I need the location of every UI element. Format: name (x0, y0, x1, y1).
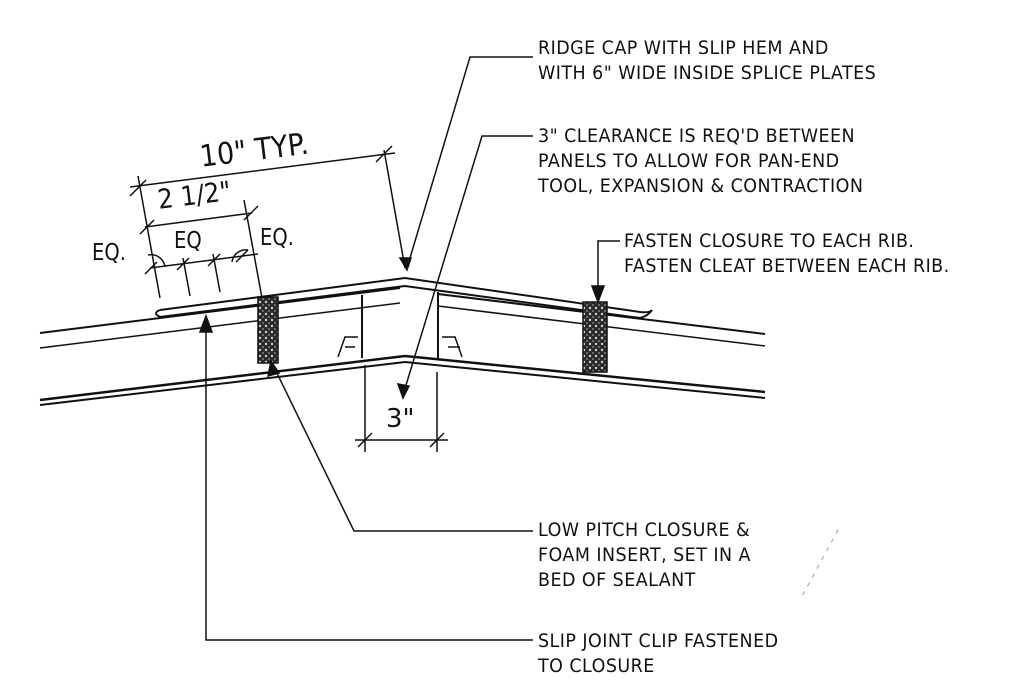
closure-line-1: LOW PITCH CLOSURE & (538, 519, 751, 541)
clip-line-2: TO CLOSURE (538, 655, 655, 677)
ridge-cap-note: RIDGE CAP WITH SLIP HEM AND WITH 6" WIDE… (538, 36, 876, 86)
left-foam-closure (258, 297, 278, 363)
dimension-3-gap (355, 365, 448, 452)
leader-clearance (398, 136, 533, 398)
dimension-2-half (140, 200, 262, 298)
right-foam-closure (583, 302, 607, 372)
dimension-eq-chain (145, 250, 258, 296)
fasten-note: FASTEN CLOSURE TO EACH RIB. FASTEN CLEAT… (624, 229, 950, 279)
dimension-10-typ (130, 146, 405, 298)
clearance-line-3: TOOL, EXPANSION & CONTRACTION (538, 175, 864, 197)
scan-mark (800, 530, 838, 600)
dim-eq-mid-label: EQ (174, 228, 202, 254)
clip-line-1: SLIP JOINT CLIP FASTENED (538, 630, 779, 652)
dim-3-gap-label: 3" (386, 404, 415, 434)
leader-clip (200, 316, 533, 640)
dim-eq-left-label: EQ. (92, 240, 126, 266)
right-roof-panel (405, 292, 765, 398)
clip-note: SLIP JOINT CLIP FASTENED TO CLOSURE (538, 629, 779, 679)
clearance-note: 3" CLEARANCE IS REQ'D BETWEEN PANELS TO … (538, 124, 863, 199)
leader-closure (268, 361, 533, 531)
leader-ridge-cap (400, 57, 533, 270)
clearance-line-1: 3" CLEARANCE IS REQ'D BETWEEN (538, 125, 856, 147)
closure-line-2: FOAM INSERT, SET IN A (538, 544, 751, 566)
dim-eq-right-label: EQ. (260, 225, 294, 251)
ridge-cap-line-1: RIDGE CAP WITH SLIP HEM AND (538, 37, 829, 59)
closure-line-3: BED OF SEALANT (538, 569, 696, 591)
leader-fasten (592, 241, 620, 302)
clearance-line-2: PANELS TO ALLOW FOR PAN-END (538, 150, 840, 172)
panel-end-marks (338, 337, 462, 357)
ridge-cap (156, 278, 652, 318)
fasten-line-2: FASTEN CLEAT BETWEEN EACH RIB. (624, 255, 950, 277)
fasten-line-1: FASTEN CLOSURE TO EACH RIB. (624, 230, 915, 252)
left-roof-panel (40, 288, 405, 405)
closure-note: LOW PITCH CLOSURE & FOAM INSERT, SET IN … (538, 518, 751, 593)
ridge-cap-line-2: WITH 6" WIDE INSIDE SPLICE PLATES (538, 62, 877, 84)
